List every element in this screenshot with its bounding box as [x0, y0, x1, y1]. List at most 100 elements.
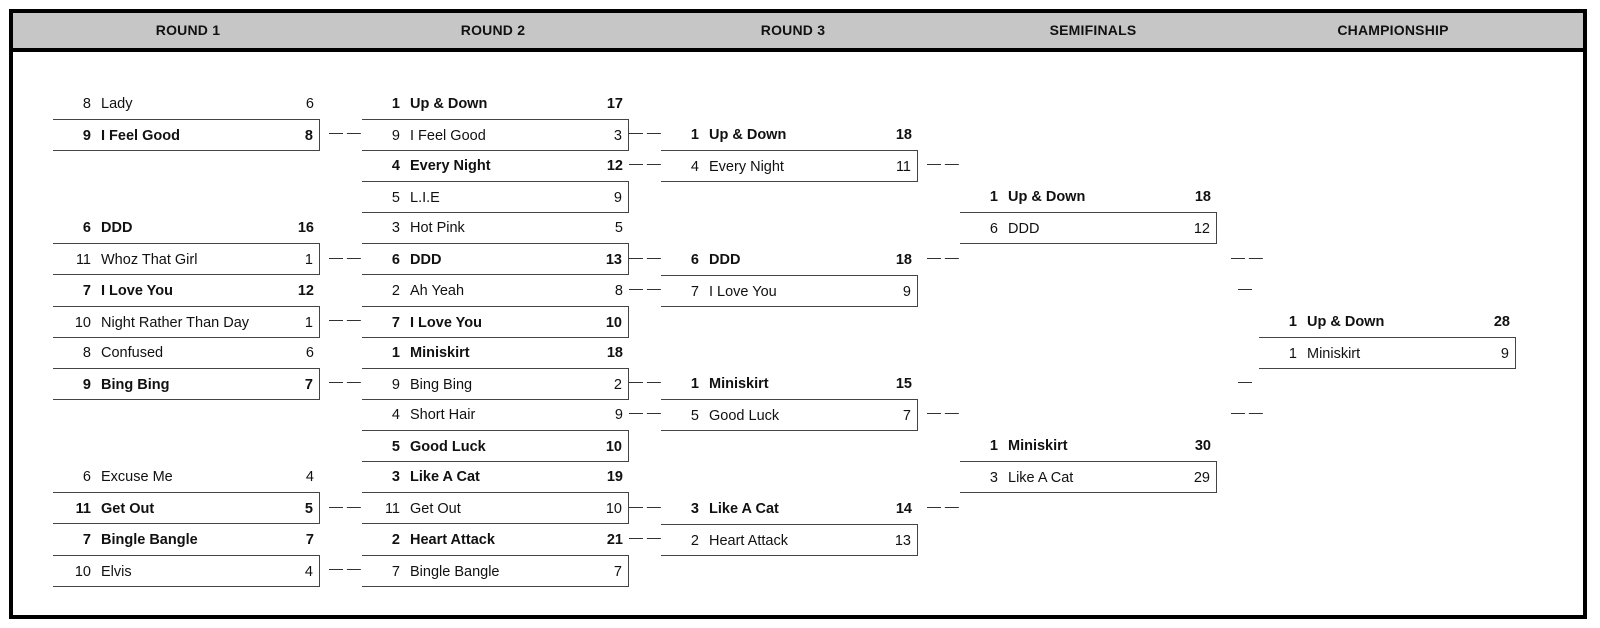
team-top: 2 Ah Yeah 8 — [362, 275, 629, 307]
team-score: 5 — [304, 501, 313, 518]
bracket-connector: — — — [329, 124, 361, 140]
team-score: 4 — [304, 564, 313, 581]
team-seed: 4 — [690, 159, 699, 176]
team-name: Like A Cat — [410, 469, 480, 485]
bracket-connector: — — — [629, 249, 661, 265]
team-name: I Feel Good — [101, 128, 180, 145]
team-score: 18 — [606, 345, 623, 361]
team-name: DDD — [709, 252, 741, 268]
team-seed: 2 — [690, 533, 699, 550]
team-name: I Love You — [709, 284, 777, 301]
team-score: 4 — [305, 469, 314, 485]
team-name: DDD — [101, 220, 133, 236]
team-score: 18 — [895, 252, 912, 268]
team-name: Bing Bing — [101, 377, 170, 394]
team-seed: 5 — [690, 408, 699, 425]
championship-title: CHAMPIONSHIP — [1337, 22, 1449, 38]
team-seed: 2 — [391, 283, 400, 299]
bracket-connector: — — — [629, 124, 661, 140]
bracket-connector: — — — [629, 373, 661, 389]
team-score: 1 — [304, 315, 313, 332]
bracket-connector: — — [1238, 373, 1252, 389]
team-name: Good Luck — [709, 408, 780, 425]
team-top: 3 Hot Pink 5 — [362, 212, 629, 244]
team-score: 3 — [613, 128, 622, 145]
team-top: 6 DDD 16 — [53, 212, 320, 244]
team-name: Bingle Bangle — [101, 532, 198, 548]
team-seed: 7 — [82, 283, 91, 299]
team-name: Excuse Me — [101, 469, 173, 485]
team-name: Like A Cat — [709, 501, 779, 517]
team-seed: 3 — [391, 220, 400, 236]
team-seed: 1 — [1288, 314, 1297, 330]
team-name: DDD — [410, 252, 442, 269]
team-score: 9 — [613, 190, 622, 207]
bracket-connector: — — — [629, 529, 661, 545]
team-score: 1 — [304, 252, 313, 269]
team-seed: 9 — [82, 128, 91, 145]
team-name: I Love You — [410, 315, 482, 332]
team-seed: 6 — [82, 220, 91, 236]
team-score: 18 — [1194, 189, 1211, 205]
team-score: 16 — [297, 220, 314, 236]
team-seed: 5 — [391, 439, 400, 456]
semifinals-title: SEMIFINALS — [1049, 22, 1137, 38]
round-3-title: ROUND 3 — [760, 22, 826, 38]
team-name: Every Night — [709, 159, 784, 176]
team-seed: 6 — [690, 252, 699, 268]
team-seed: 1 — [391, 96, 400, 112]
team-score: 7 — [305, 532, 314, 548]
round-1-title: ROUND 1 — [155, 22, 221, 38]
team-seed: 7 — [391, 564, 400, 581]
team-score: 8 — [614, 283, 623, 299]
team-name: Get Out — [101, 501, 155, 518]
team-name: Like A Cat — [1008, 470, 1074, 487]
team-score: 6 — [305, 345, 314, 361]
team-name: Up & Down — [1307, 314, 1385, 330]
bracket-connector: — — — [629, 155, 661, 171]
team-seed: 11 — [75, 252, 91, 269]
team-name: Miniskirt — [410, 345, 470, 361]
team-seed: 7 — [82, 532, 91, 548]
team-score: 7 — [304, 377, 313, 394]
team-score: 5 — [614, 220, 623, 236]
team-name: Ah Yeah — [410, 283, 465, 299]
team-name: Hot Pink — [410, 220, 465, 236]
team-name: Up & Down — [1008, 189, 1086, 205]
team-name: Night Rather Than Day — [101, 315, 250, 332]
